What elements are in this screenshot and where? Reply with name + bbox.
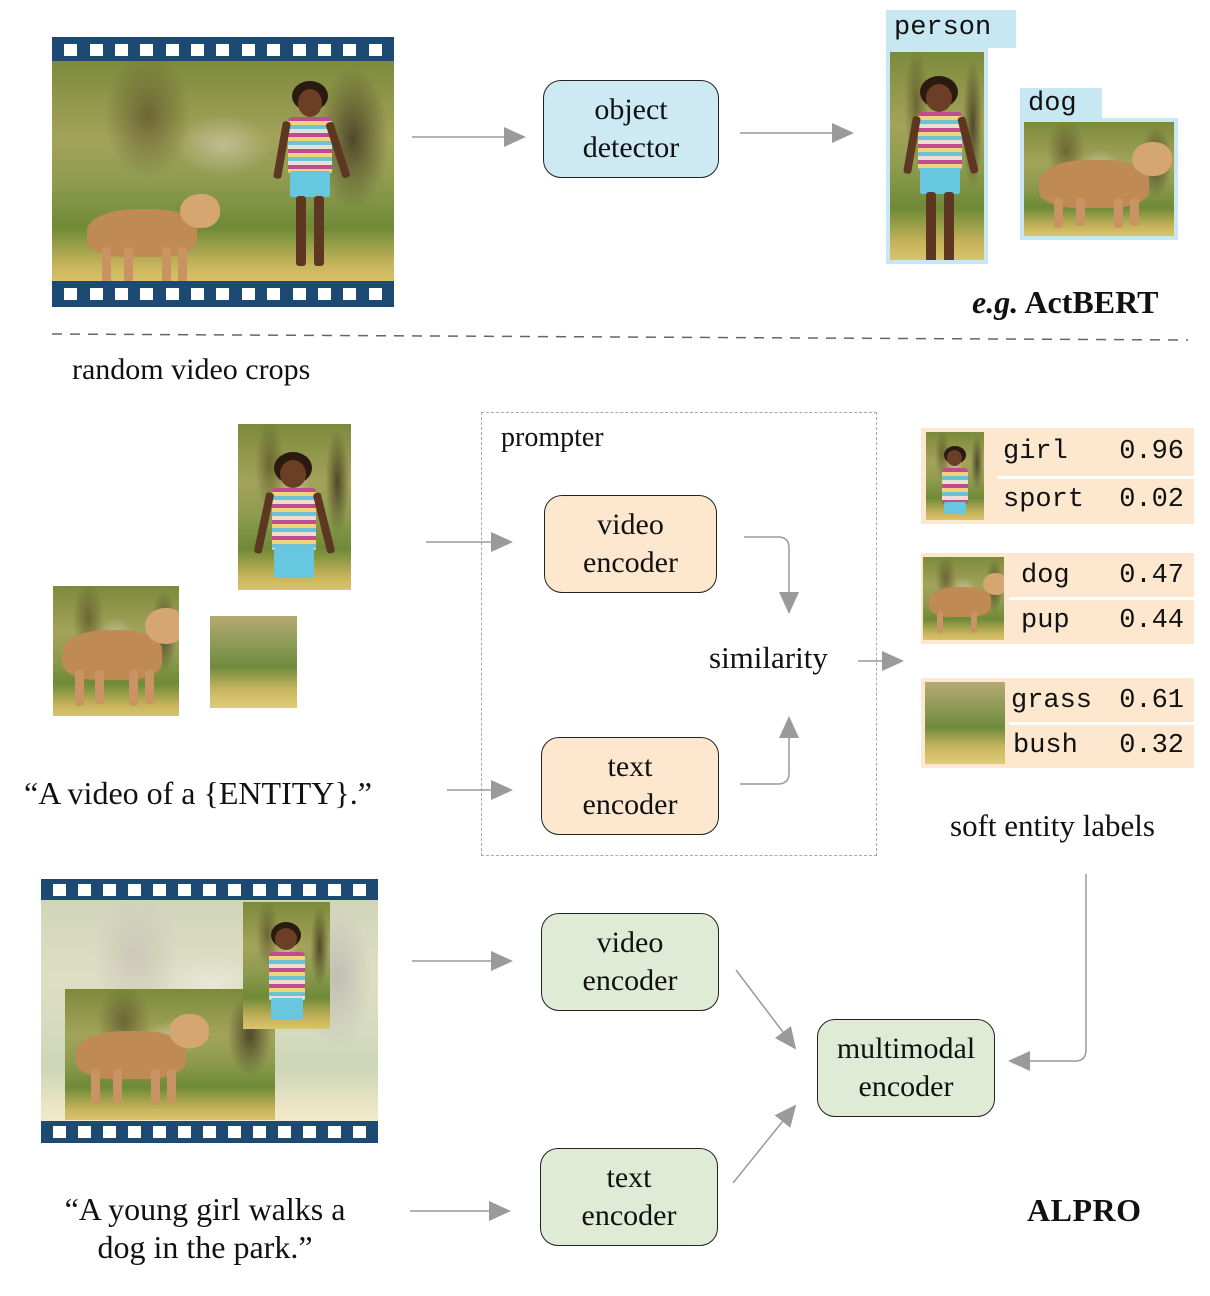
caption-line-2: dog in the park.” xyxy=(97,1229,313,1265)
detection-tag-dog: dog xyxy=(1020,88,1102,120)
row-divider xyxy=(997,476,1194,479)
entity-score: 0.02 xyxy=(1119,485,1184,515)
arrow-text-encoder-to-multimodal xyxy=(732,1104,797,1184)
soft-label-row: grass 0.61 xyxy=(1009,678,1194,723)
dog-figure xyxy=(82,189,222,283)
soft-label-card-girl: girl 0.96 sport 0.02 xyxy=(921,428,1194,524)
video-encoder-line-2: encoder xyxy=(583,546,678,579)
prompter-text-encoder-box: text encoder xyxy=(541,737,719,835)
soft-label-card-dog: dog 0.47 pup 0.44 xyxy=(921,553,1194,644)
entity-score: 0.47 xyxy=(1119,560,1184,591)
detection-crop-person xyxy=(886,48,988,264)
text-encoder-line-2: encoder xyxy=(582,788,678,821)
soft-label-row: sport 0.02 xyxy=(997,476,1194,524)
girl-figure xyxy=(936,446,976,520)
soft-label-row: pup 0.44 xyxy=(1009,599,1194,645)
caption-text: “A young girl walks a dog in the park.” xyxy=(30,1190,380,1266)
arrow-video-encoder-to-multimodal xyxy=(735,969,797,1050)
entity-score: 0.44 xyxy=(1119,606,1184,637)
prompter-video-encoder-box: video encoder xyxy=(544,495,717,593)
dog-figure xyxy=(927,567,1004,637)
video-frame-faded xyxy=(41,900,378,1123)
eg-prefix: e.g. xyxy=(972,284,1019,320)
caption-line-1: “A young girl walks a xyxy=(64,1191,346,1227)
entity-name: dog xyxy=(1021,560,1070,591)
text-encoder-line-1: text xyxy=(607,750,653,783)
entity-score: 0.61 xyxy=(1119,685,1184,716)
soft-label-row: bush 0.32 xyxy=(1009,723,1194,768)
alpro-text-encoder-box: text encoder xyxy=(540,1148,718,1246)
text-encoder-line-1: text xyxy=(606,1161,652,1194)
prompt-template-text: “A video of a {ENTITY}.” xyxy=(24,775,372,811)
alpro-video-filmstrip xyxy=(41,879,378,1143)
dog-figure xyxy=(57,600,179,710)
entity-name: grass xyxy=(1011,685,1093,716)
film-perforations-top xyxy=(52,37,394,63)
entity-name: girl xyxy=(1003,437,1068,467)
entity-score: 0.32 xyxy=(1119,730,1184,761)
actbert-method-label: e.g. ActBERT xyxy=(972,284,1158,321)
soft-label-row: girl 0.96 xyxy=(997,428,1194,476)
multimodal-encoder-line-2: encoder xyxy=(858,1070,954,1103)
film-perforations-bottom xyxy=(41,1121,378,1143)
soft-label-thumb-dog xyxy=(923,557,1004,640)
masked-crop-dog xyxy=(65,989,275,1120)
soft-entity-labels-title: soft entity labels xyxy=(950,808,1155,843)
video-frame xyxy=(52,61,394,283)
video-encoder-line-1: video xyxy=(596,926,664,959)
dog-figure xyxy=(71,1009,211,1109)
entity-name: bush xyxy=(1013,730,1078,761)
detection-tag-person: person xyxy=(886,10,1016,48)
alpro-method-label: ALPRO xyxy=(1027,1192,1142,1228)
soft-label-card-grass: grass 0.61 bush 0.32 xyxy=(921,678,1194,768)
video-encoder-line-2: encoder xyxy=(582,964,678,997)
object-detector-box: object detector xyxy=(543,80,719,178)
soft-label-thumb-grass xyxy=(925,682,1005,764)
girl-figure xyxy=(261,922,321,1029)
crop-girl xyxy=(238,424,351,590)
entity-name: pup xyxy=(1021,606,1070,637)
object-detector-line-1: object xyxy=(594,93,668,126)
girl-figure xyxy=(253,452,336,590)
girl-figure xyxy=(273,81,351,281)
text-encoder-line-2: encoder xyxy=(581,1199,677,1232)
actbert-name: ActBERT xyxy=(1024,284,1159,320)
dog-figure xyxy=(1034,132,1174,232)
random-video-crops-label: random video crops xyxy=(72,353,311,386)
row-divider xyxy=(1009,722,1194,725)
input-video-filmstrip xyxy=(52,37,394,307)
crop-grass xyxy=(210,616,297,708)
entity-score: 0.96 xyxy=(1119,437,1184,467)
film-perforations-top xyxy=(41,879,378,901)
section-divider xyxy=(51,333,1189,341)
multimodal-encoder-line-1: multimodal xyxy=(836,1032,976,1065)
masked-crop-girl xyxy=(243,902,330,1029)
girl-figure xyxy=(903,76,979,260)
arrow-soft-labels-to-multimodal xyxy=(1008,874,1087,1071)
similarity-label: similarity xyxy=(709,640,828,675)
prompter-region xyxy=(481,412,877,856)
multimodal-encoder-box: multimodal encoder xyxy=(817,1019,995,1117)
soft-label-row: dog 0.47 xyxy=(1009,553,1194,599)
video-encoder-line-1: video xyxy=(597,508,664,541)
prompter-label: prompter xyxy=(501,422,604,453)
crop-dog xyxy=(53,586,179,716)
entity-name: sport xyxy=(1003,485,1085,515)
alpro-video-encoder-box: video encoder xyxy=(541,913,719,1011)
detection-crop-dog xyxy=(1020,118,1178,240)
row-divider xyxy=(1009,597,1194,600)
film-perforations-bottom xyxy=(52,281,394,307)
object-detector-line-2: detector xyxy=(582,131,680,164)
soft-label-thumb-girl xyxy=(926,432,984,520)
